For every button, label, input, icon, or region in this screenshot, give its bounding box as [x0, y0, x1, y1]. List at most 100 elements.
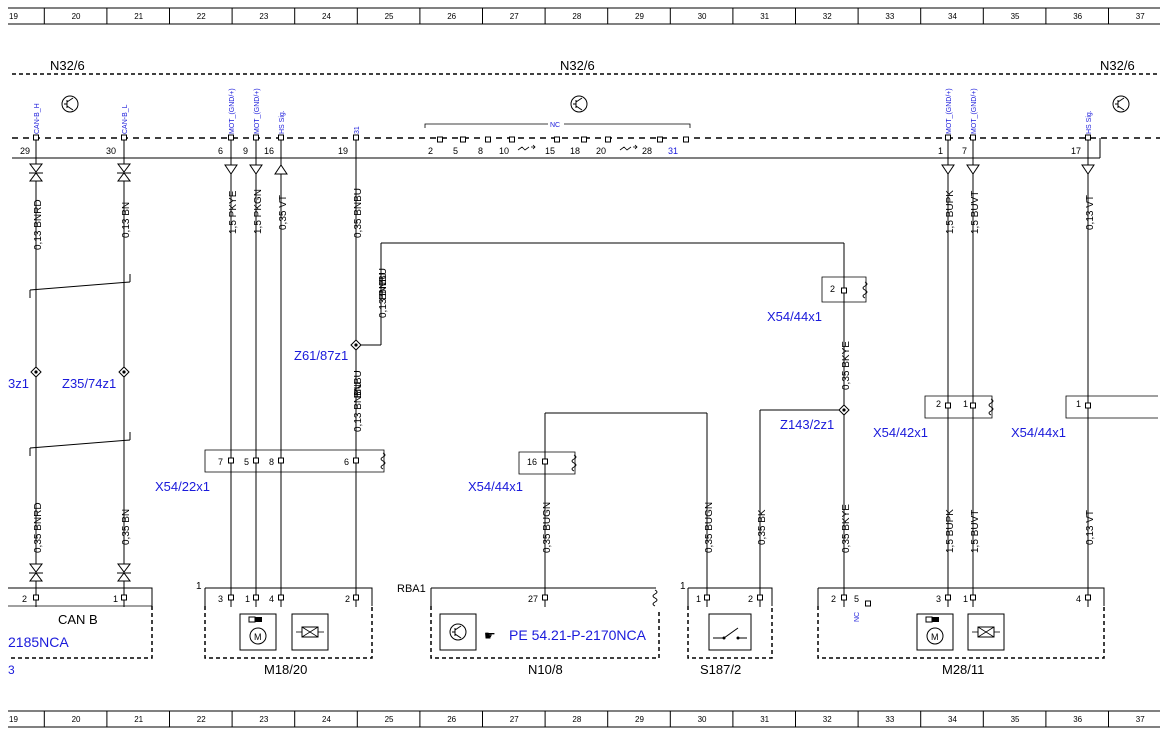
ruler-number: 24 — [322, 715, 331, 724]
ruler-number: 26 — [447, 715, 456, 724]
component-corner: RBA1 — [397, 583, 426, 595]
component-corner: 1 — [680, 581, 686, 592]
component-pin: 1 — [113, 594, 118, 604]
component-pin: 2 — [345, 594, 350, 604]
splice-label: Z143/2z1 — [780, 417, 834, 432]
component-pin: 1 — [696, 594, 701, 604]
nc-pin: 5 — [453, 146, 458, 156]
wire-label: 0,13 VT — [1085, 510, 1096, 545]
ruler-number: 32 — [823, 715, 832, 724]
ruler-number: 37 — [1136, 715, 1145, 724]
ruler-number: 22 — [197, 12, 206, 21]
ruler-number: 19 — [9, 715, 18, 724]
nc-pin: 28 — [642, 146, 652, 156]
nc-label: NC — [854, 612, 861, 622]
actuator-icon — [291, 613, 329, 651]
component-pin: 2 — [748, 594, 753, 604]
ruler-number: 23 — [259, 715, 268, 724]
wire-label: 1,5 PKGN — [253, 189, 264, 234]
ruler-number: 30 — [698, 12, 707, 21]
pin-number: 7 — [962, 146, 967, 156]
module-name-center: N32/6 — [560, 58, 595, 73]
ruler-number: 37 — [1136, 12, 1145, 21]
ruler-number: 19 — [9, 12, 18, 21]
ruler-number: 29 — [635, 12, 644, 21]
component-pin: 2 — [831, 594, 836, 604]
connector-label: X54/22x1 — [155, 479, 210, 494]
wire-labels: 0,13 BNRD 0,13 BN 1,5 PKYE 1,5 PKGN 0,35… — [33, 188, 1096, 553]
switch-icon — [708, 613, 752, 651]
splice-z61 — [350, 339, 362, 351]
wire-label: 0,13 BN — [121, 202, 132, 238]
nc-pin: 15 — [545, 146, 555, 156]
ruler-number: 27 — [510, 715, 519, 724]
pin-signal: MOT_(GND/+) — [254, 88, 261, 134]
component-ref: PE 54.21-P-2170NCA — [509, 627, 647, 643]
connector-x54-42x1: 2 1 X54/42x1 — [873, 395, 994, 440]
wire-label: 0,35 BKYE — [841, 504, 852, 553]
pin-number: 16 — [264, 146, 274, 156]
ruler-number: 21 — [134, 715, 143, 724]
wire-label: 1,5 PKYE — [228, 190, 239, 234]
wire-lines — [29, 147, 1089, 600]
pin-signal: HS Sig. — [1086, 110, 1093, 134]
splices: 3z1 Z35/74z1 Z61/87z1 Z143/2z1 — [8, 339, 850, 432]
pin-signal: CAN-B_H — [34, 103, 41, 134]
component-ref-suffix: 3 — [8, 663, 15, 677]
connector-pin: 1 — [1076, 399, 1081, 409]
wire-label: BNBU — [353, 370, 364, 398]
actuator-icon — [967, 613, 1005, 651]
component-m28-11: 2 5 3 1 4 NC M M28/11 — [817, 587, 1105, 677]
pin-signal: 31 — [354, 126, 361, 134]
module-n32-6: N32/6 N32/6 N32/6 — [12, 58, 1160, 159]
connector-label: X54/44x1 — [468, 479, 523, 494]
ruler-number: 33 — [885, 715, 894, 724]
component-m18-20: 1 3 1 4 2 M M18/20 — [196, 581, 373, 677]
component-pin: 3 — [218, 594, 223, 604]
connector-pin: 2 — [830, 284, 835, 294]
ruler-number: 36 — [1073, 715, 1082, 724]
wire-arrows — [28, 163, 1095, 582]
ruler-number: 21 — [134, 12, 143, 21]
pin-number: 30 — [106, 146, 116, 156]
transistor-box-icon — [439, 613, 477, 651]
nc-pin: 31 — [668, 146, 678, 156]
ruler-number: 31 — [760, 715, 769, 724]
component-pin: 1 — [963, 594, 968, 604]
ruler-number: 28 — [572, 12, 581, 21]
ruler-number: 28 — [572, 715, 581, 724]
connector-x54-22x1: 7 5 8 6 X54/22x1 — [155, 449, 386, 494]
component-name: N10/8 — [528, 662, 563, 677]
splice-label: Z61/87z1 — [294, 348, 348, 363]
ruler-number: 36 — [1073, 12, 1082, 21]
wire-label: 0,35 BN — [121, 509, 132, 545]
wire-label: 0,35 BUGN — [542, 502, 553, 553]
wire-label: 0,35 VT — [278, 195, 289, 230]
wire-label: 0,13 VT — [1085, 195, 1096, 230]
pin-number: 9 — [243, 146, 248, 156]
wire-label: 1,5 BUVT — [970, 510, 981, 553]
ruler-number: 23 — [259, 12, 268, 21]
pin-signal: MOT_(GND/+) — [946, 88, 953, 134]
wire-label: 0,13 BNRD — [33, 199, 44, 250]
ruler-number: 35 — [1011, 12, 1020, 21]
transistor-icon — [1112, 95, 1130, 113]
ruler-number: 29 — [635, 715, 644, 724]
transistor-icon — [570, 95, 588, 113]
component-pin: 2 — [22, 594, 27, 604]
ruler-number: 22 — [197, 715, 206, 724]
component-pin: 3 — [936, 594, 941, 604]
connector-pin: 1 — [963, 399, 968, 409]
connector-label: X54/42x1 — [873, 425, 928, 440]
component-pin: 27 — [528, 594, 538, 604]
pin-number: 6 — [218, 146, 223, 156]
component-name: M18/20 — [264, 662, 307, 677]
motor-icon: M — [239, 613, 277, 651]
connector-pin: 5 — [244, 457, 249, 467]
splice-left — [30, 366, 42, 378]
ruler-number: 24 — [322, 12, 331, 21]
ruler-number: 20 — [72, 12, 81, 21]
nc-pin: 8 — [478, 146, 483, 156]
